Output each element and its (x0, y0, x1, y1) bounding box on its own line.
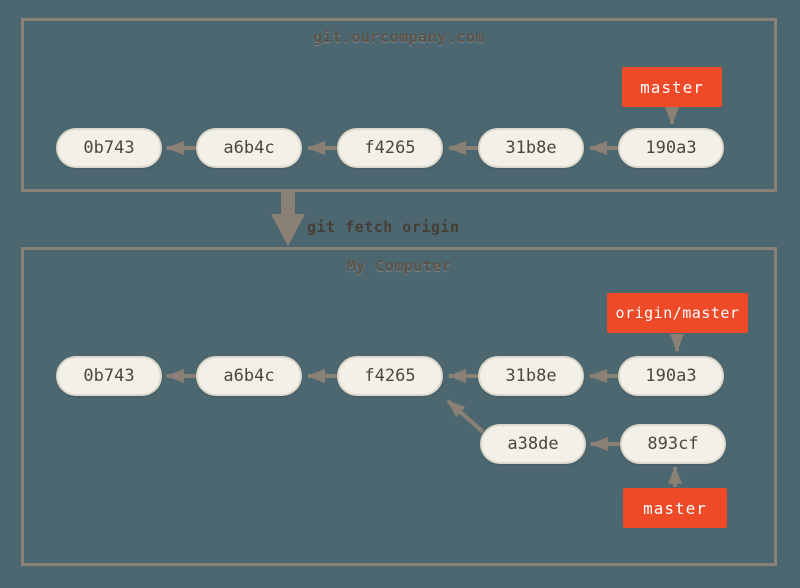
commit-node-remote-a6b4c: a6b4c (196, 128, 302, 168)
local-computer-title: My Computer (346, 257, 452, 275)
commit-node-local-190a3: 190a3 (618, 356, 724, 396)
local-master-branch-label: master (623, 488, 727, 528)
fetch-direction-arrow (271, 192, 305, 246)
fetch-command-label: git fetch origin (307, 218, 460, 236)
remote-server-box: git.ourcompany.com (21, 18, 777, 192)
local-computer-box: My Computer (21, 247, 777, 566)
origin-master-ref-label: origin/master (607, 293, 748, 333)
remote-server-title: git.ourcompany.com (313, 28, 485, 46)
commit-node-local-a38de: a38de (480, 424, 586, 464)
commit-node-local-a6b4c: a6b4c (196, 356, 302, 396)
commit-node-local-0b743: 0b743 (56, 356, 162, 396)
commit-node-local-893cf: 893cf (620, 424, 726, 464)
commit-node-remote-0b743: 0b743 (56, 128, 162, 168)
remote-master-branch-label: master (622, 67, 722, 107)
commit-node-local-31b8e: 31b8e (478, 356, 584, 396)
commit-node-remote-f4265: f4265 (337, 128, 443, 168)
commit-node-remote-31b8e: 31b8e (478, 128, 584, 168)
commit-node-local-f4265: f4265 (337, 356, 443, 396)
commit-node-remote-190a3: 190a3 (618, 128, 724, 168)
